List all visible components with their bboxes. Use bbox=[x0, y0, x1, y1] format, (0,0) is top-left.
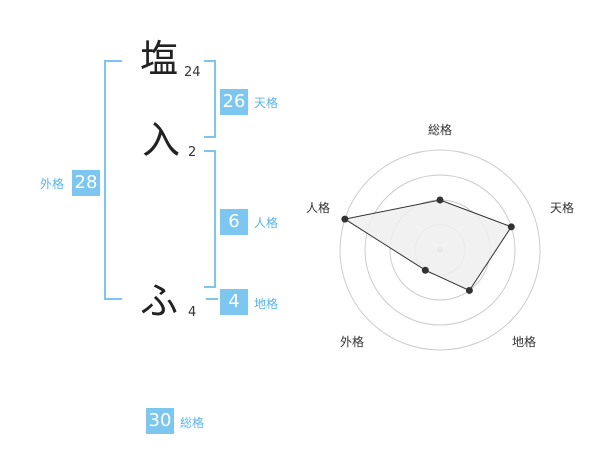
radar-point-0 bbox=[436, 196, 444, 204]
radar-ring-4 bbox=[339, 149, 541, 351]
stroke-count-2: 2 bbox=[188, 145, 197, 160]
tenkaku-value-badge: 26 bbox=[220, 89, 248, 115]
name-char-2: 入 bbox=[142, 118, 181, 162]
radar-point-4 bbox=[341, 215, 349, 223]
soukaku-value-badge: 30 bbox=[146, 408, 174, 434]
tenkaku-label: 天格 bbox=[254, 96, 279, 110]
name-char-3: ふ bbox=[140, 279, 179, 323]
radar-point-1 bbox=[507, 223, 515, 231]
gaikaku-bracket-bottom bbox=[104, 298, 122, 300]
gaikaku-bracket-vertical bbox=[104, 60, 106, 300]
radar-series-polygon bbox=[343, 199, 513, 292]
tenkaku-bracket-bottom bbox=[204, 136, 216, 138]
radar-axis-label-tenkaku: 天格 bbox=[550, 201, 575, 215]
radar-point-2 bbox=[465, 286, 473, 294]
jinkaku-bracket-vertical bbox=[214, 150, 216, 288]
radar-axis-label-chikaku: 地格 bbox=[512, 335, 537, 349]
gaikaku-value-badge: 28 bbox=[72, 170, 100, 196]
name-char-1: 塩 bbox=[140, 37, 179, 81]
stroke-count-3: 4 bbox=[188, 305, 197, 320]
radar-point-3 bbox=[421, 266, 429, 274]
jinkaku-value-badge: 6 bbox=[220, 209, 248, 235]
radar-axis-label-gaikaku: 外格 bbox=[340, 335, 365, 349]
chikaku-tick bbox=[206, 298, 218, 300]
chikaku-label: 地格 bbox=[254, 297, 279, 311]
jinkaku-bracket-top bbox=[204, 150, 216, 152]
radar-axis-label-soukaku: 総格 bbox=[428, 123, 453, 137]
soukaku-label: 総格 bbox=[180, 416, 205, 430]
tenkaku-bracket-top bbox=[204, 60, 216, 62]
gaikaku-label: 外格 bbox=[40, 177, 65, 191]
radar-ring-3 bbox=[364, 174, 516, 326]
tenkaku-bracket-vertical bbox=[214, 60, 216, 138]
chikaku-value-badge: 4 bbox=[220, 289, 248, 315]
stroke-count-1: 24 bbox=[184, 65, 201, 80]
jinkaku-bracket-bottom bbox=[204, 286, 216, 288]
gaikaku-bracket-top bbox=[104, 60, 122, 62]
jinkaku-label: 人格 bbox=[254, 216, 279, 230]
radar-axis-label-jinkaku: 人格 bbox=[306, 201, 331, 215]
